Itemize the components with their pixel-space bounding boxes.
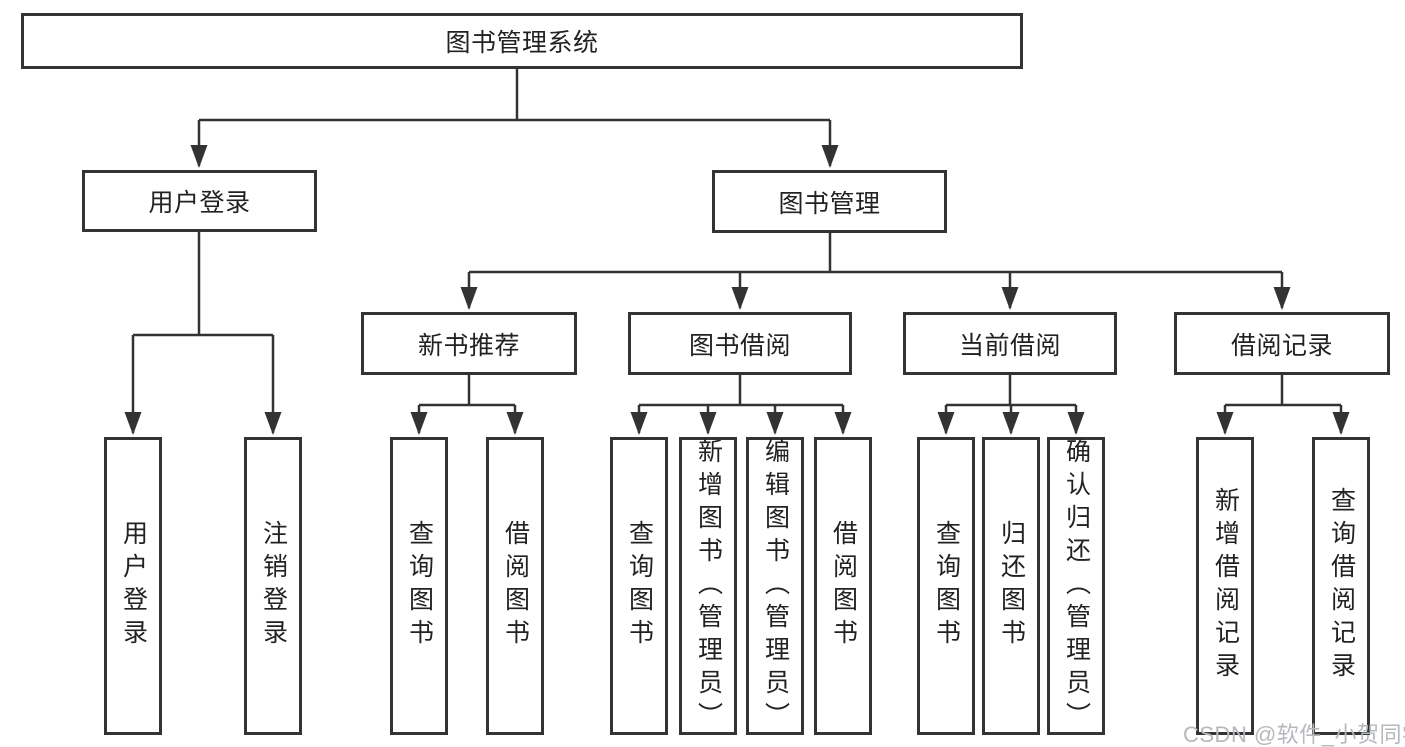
leaf-node-add-borrow-record: 新增借阅记录: [1196, 437, 1254, 735]
leaf-node-label: 查询图书: [932, 520, 961, 652]
leaf-node-label: 查询图书: [405, 520, 434, 652]
leaf-node-logout: 注销登录: [244, 437, 302, 735]
section-node-label: 借阅记录: [1230, 331, 1333, 360]
section-node-label: 当前借阅: [958, 331, 1061, 360]
leaf-node-query-books-current: 查询图书: [917, 437, 975, 735]
root-node: 图书管理系统: [21, 13, 1023, 69]
section-node-label: 图书借阅: [688, 331, 791, 360]
leaf-node-label: 注销登录: [259, 520, 288, 652]
branch-node-label: 图书管理: [778, 189, 881, 218]
section-node-borrow-records: 借阅记录: [1174, 312, 1390, 375]
leaf-node-label: 用户登录: [119, 520, 148, 652]
section-node-current-borrow: 当前借阅: [903, 312, 1117, 375]
leaf-node-query-books-borrow: 查询图书: [610, 437, 668, 735]
leaf-node-label: 新增借阅记录: [1211, 487, 1240, 685]
leaf-node-query-books-recommend: 查询图书: [390, 437, 448, 735]
branch-node-book-management: 图书管理: [712, 170, 947, 233]
section-node-new-book-recommend: 新书推荐: [361, 312, 577, 375]
leaf-node-user-login: 用户登录: [104, 437, 162, 735]
leaf-node-add-book-admin: 新增图书（管理员）: [679, 437, 737, 735]
section-node-label: 新书推荐: [417, 331, 520, 360]
leaf-node-edit-book-admin: 编辑图书（管理员）: [746, 437, 804, 735]
leaf-node-label: 归还图书: [997, 520, 1026, 652]
leaf-node-return-book: 归还图书: [982, 437, 1040, 735]
csdn-watermark: CSDN @软件_小贺同学: [1183, 722, 1405, 747]
branch-node-label: 用户登录: [148, 189, 251, 217]
branch-node-user-login: 用户登录: [82, 170, 317, 232]
leaf-node-borrow-books: 借阅图书: [814, 437, 872, 735]
leaf-node-label: 借阅图书: [501, 520, 530, 652]
root-node-label: 图书管理系统: [445, 29, 599, 57]
section-node-book-borrow: 图书借阅: [628, 312, 852, 375]
leaf-node-label: 借阅图书: [829, 520, 858, 652]
leaf-node-label: 查询图书: [625, 520, 654, 652]
leaf-node-label: 查询借阅记录: [1327, 487, 1356, 685]
leaf-node-label: 新增图书（管理员）: [694, 437, 723, 735]
leaf-node-query-borrow-record: 查询借阅记录: [1312, 437, 1370, 735]
leaf-node-label: 确认归还（管理员）: [1062, 437, 1091, 735]
leaf-node-borrow-books-recommend: 借阅图书: [486, 437, 544, 735]
leaf-node-label: 编辑图书（管理员）: [761, 437, 790, 735]
leaf-node-confirm-return-admin: 确认归还（管理员）: [1047, 437, 1105, 735]
